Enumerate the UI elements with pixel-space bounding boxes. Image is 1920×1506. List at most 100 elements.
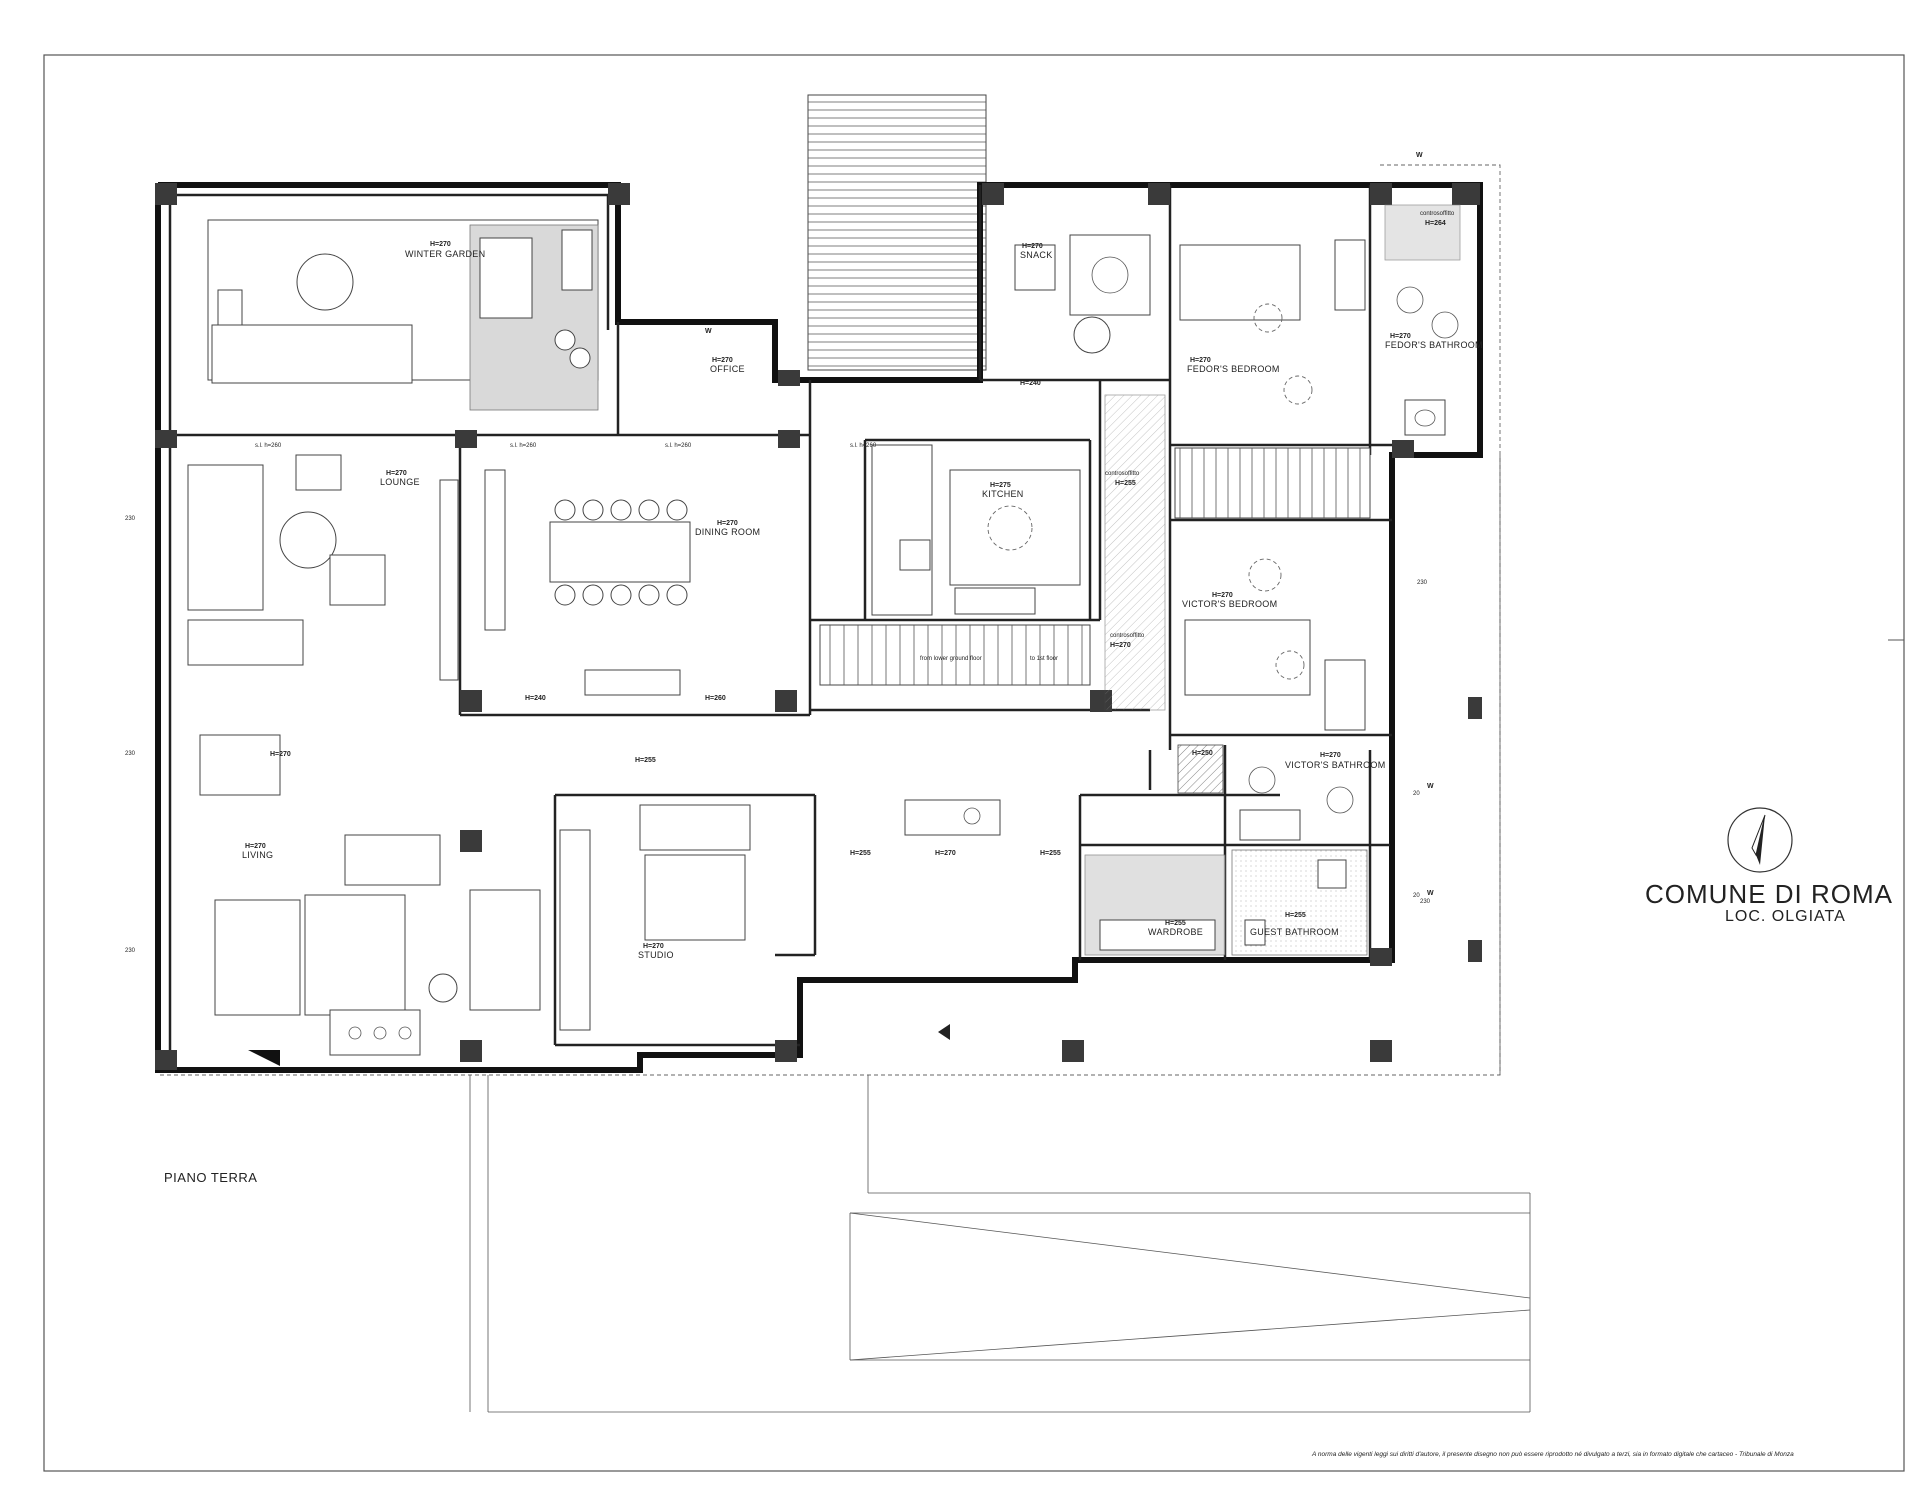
kitchen-furniture <box>871 444 1081 616</box>
studio-height: H=270 <box>643 943 664 950</box>
living-label: LIVING <box>242 850 273 860</box>
locality-subtitle: LOC. OLGIATA <box>1725 908 1846 925</box>
kitchen-height: H=275 <box>990 482 1011 489</box>
snack-furniture <box>1014 234 1151 354</box>
plan-name: PIANO TERRA <box>164 1170 257 1185</box>
living-height: H=270 <box>245 843 266 850</box>
w-mark-fedor: W <box>1416 152 1423 159</box>
snack-label: SNACK <box>1020 250 1053 260</box>
victor-bedroom-furniture <box>1184 558 1366 731</box>
dimension-labels: 230 230 230 230 230 20 20 <box>125 516 1431 954</box>
dining-h260: H=260 <box>705 695 726 702</box>
dining-chair <box>554 499 576 521</box>
entrance-steps <box>807 94 987 371</box>
dining-chair <box>638 584 660 606</box>
hall-h270: H=270 <box>935 850 956 857</box>
dim-230-b: 230 <box>125 751 136 757</box>
dining-chair <box>582 499 604 521</box>
snack-height: H=270 <box>1022 243 1043 250</box>
lounge-furniture <box>187 454 459 681</box>
terrace-outline <box>160 164 1501 1076</box>
victor-bedroom-label: VICTOR'S BEDROOM <box>1182 599 1277 609</box>
victor-bathroom-label: VICTOR'S BATHROOM <box>1285 760 1386 770</box>
dim-20-b: 20 <box>1413 893 1420 899</box>
dining-chair <box>554 584 576 606</box>
office-label: OFFICE <box>710 364 745 374</box>
hall-island <box>904 799 1001 836</box>
lounge-label: LOUNGE <box>380 477 420 487</box>
height-labels: H=240 H=240 H=260 H=255 H=255 H=270 H=25… <box>255 380 1213 857</box>
guest-bathroom-fixtures <box>1231 849 1368 956</box>
fedor-bathroom-height: H=270 <box>1390 333 1411 340</box>
victor-bathroom-fixtures <box>1177 744 1354 841</box>
stair-controsoffitto-label: controsoffitto <box>1110 633 1145 639</box>
corridor-h255: H=255 <box>1115 480 1136 487</box>
hall-h255-a: H=255 <box>635 757 656 764</box>
entry-marker <box>938 1024 950 1040</box>
studio-label: STUDIO <box>638 950 674 960</box>
dining-label: DINING ROOM <box>695 527 760 537</box>
winter-garden-furniture <box>207 219 599 411</box>
piano-h270: H=270 <box>270 751 291 758</box>
internal-stair <box>819 624 1091 686</box>
dim-20-a: 20 <box>1413 791 1420 797</box>
sl-260-b: s.l. h=260 <box>510 443 537 449</box>
wardrobe-height: H=255 <box>1165 920 1186 927</box>
winter-garden-label: WINTER GARDEN <box>405 249 485 259</box>
w-mark-office: W <box>705 328 712 335</box>
lounge-height: H=270 <box>386 470 407 477</box>
kitchen-label: KITCHEN <box>982 489 1024 499</box>
dining-chair <box>638 499 660 521</box>
hall-h255-c: H=255 <box>1040 850 1061 857</box>
stair-down-label: from lower ground floor <box>920 656 982 662</box>
dining-height: H=270 <box>717 520 738 527</box>
dim-230-d: 230 <box>1417 580 1428 586</box>
wardrobe-fixtures <box>1084 854 1226 956</box>
dining-chair <box>666 499 688 521</box>
sl-260-d: s.l. h=260 <box>850 443 877 449</box>
fedor-bedroom-height: H=270 <box>1190 357 1211 364</box>
h264-label: H=264 <box>1425 220 1446 227</box>
dim-230-c: 230 <box>125 948 136 954</box>
dining-furniture <box>484 469 691 696</box>
room-labels: H=270 WINTER GARDEN H=270 OFFICE H=270 S… <box>242 211 1483 960</box>
dining-h240: H=240 <box>525 695 546 702</box>
site-lines <box>469 1075 1531 1413</box>
wardrobe-label: WARDROBE <box>1148 927 1203 937</box>
guest-bathroom-label: GUEST BATHROOM <box>1250 927 1339 937</box>
interior-walls <box>158 185 1392 1047</box>
sl-260-c: s.l. h=260 <box>665 443 692 449</box>
dim-230-e: 230 <box>1420 899 1431 905</box>
fedor-bedroom-furniture <box>1179 239 1366 405</box>
victor-bedroom-height: H=270 <box>1212 592 1233 599</box>
studio-furniture <box>559 804 751 1031</box>
copyright-note: A norma delle vigenti leggi sui diritti … <box>1311 1451 1794 1458</box>
dim-230-a: 230 <box>125 516 136 522</box>
wall-marks: W W W W <box>705 152 1434 897</box>
w-mark-guest: W <box>1427 890 1434 897</box>
stair-h270: H=270 <box>1110 642 1131 649</box>
north-arrow <box>1727 807 1793 873</box>
fedor-bathroom-label: FEDOR'S BATHROOM <box>1385 340 1483 350</box>
dining-chair <box>610 499 632 521</box>
stair-up-label: to 1st floor <box>1030 656 1058 662</box>
stair-labels: from lower ground floor to 1st floor <box>920 656 1058 662</box>
victor-bath-h250: H=250 <box>1192 750 1213 757</box>
sheet-frame <box>43 54 1905 1472</box>
municipality-title: COMUNE DI ROMA <box>1645 879 1893 909</box>
living-furniture <box>199 734 541 1066</box>
dining-chair <box>666 584 688 606</box>
winter-garden-height: H=270 <box>430 241 451 248</box>
dining-chair <box>582 584 604 606</box>
sl-260-a: s.l. h=260 <box>255 443 282 449</box>
snack-h240: H=240 <box>1020 380 1041 387</box>
dining-chair <box>610 584 632 606</box>
bedroom-stair-strip <box>1174 447 1371 519</box>
victor-bathroom-height: H=270 <box>1320 752 1341 759</box>
fedor-bedroom-label: FEDOR'S BEDROOM <box>1187 364 1280 374</box>
fedor-bathroom-fixtures <box>1384 204 1461 436</box>
corridor-controsoffitto <box>1104 394 1166 711</box>
w-mark-victor: W <box>1427 783 1434 790</box>
corridor-controsoffitto-label: controsoffitto <box>1105 471 1140 477</box>
